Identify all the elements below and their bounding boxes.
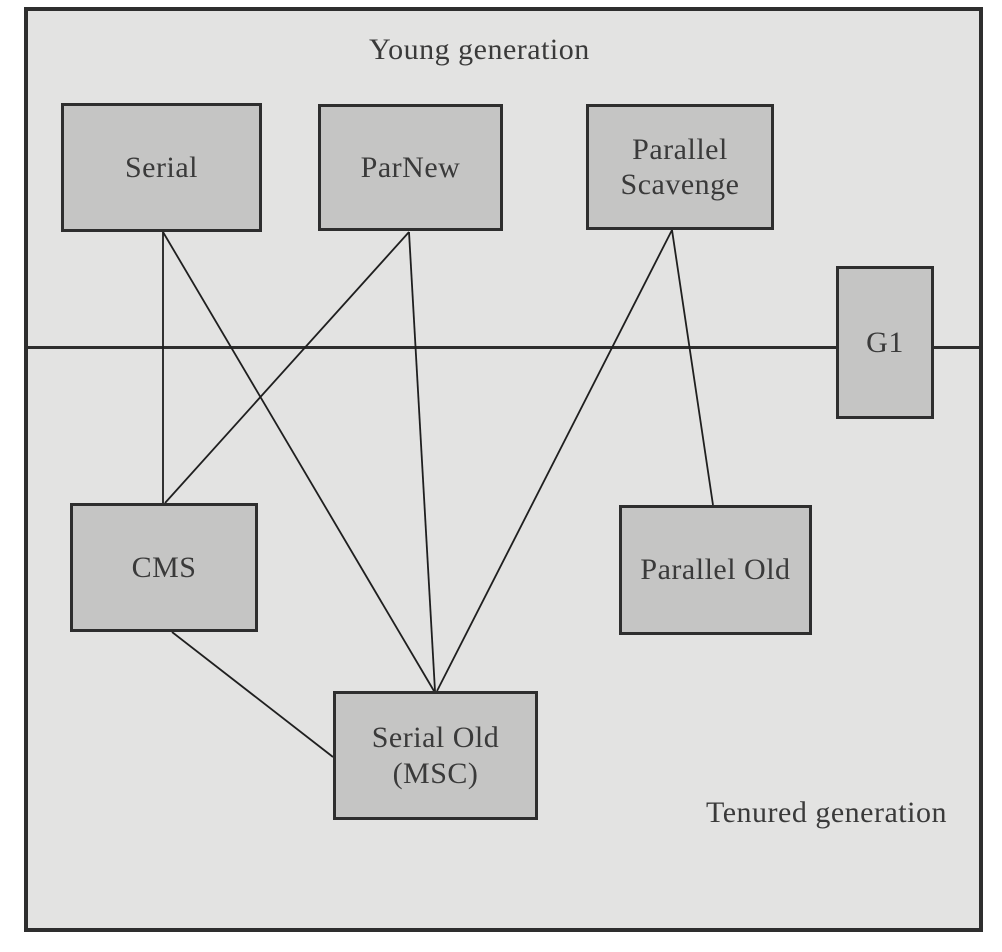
node-g1-label: G1 bbox=[866, 325, 904, 359]
node-parnew-label: ParNew bbox=[360, 150, 461, 184]
node-parallel-scavenge-label: Parallel Scavenge bbox=[620, 132, 740, 201]
young-generation-label: Young generation bbox=[369, 33, 590, 66]
node-serial-label: Serial bbox=[125, 150, 198, 184]
node-cms: CMS bbox=[70, 503, 258, 632]
node-serial-old-msc-label: Serial Old (MSC) bbox=[371, 721, 500, 790]
node-parallel-scavenge: Parallel Scavenge bbox=[586, 104, 774, 230]
node-parallel-old: Parallel Old bbox=[619, 505, 812, 635]
node-cms-label: CMS bbox=[131, 550, 197, 584]
tenured-generation-label: Tenured generation bbox=[706, 796, 947, 829]
node-serial-old-msc: Serial Old (MSC) bbox=[333, 691, 538, 820]
node-serial: Serial bbox=[61, 103, 262, 232]
node-parnew: ParNew bbox=[318, 104, 503, 231]
node-parallel-old-label: Parallel Old bbox=[640, 553, 791, 587]
node-g1: G1 bbox=[836, 266, 934, 419]
